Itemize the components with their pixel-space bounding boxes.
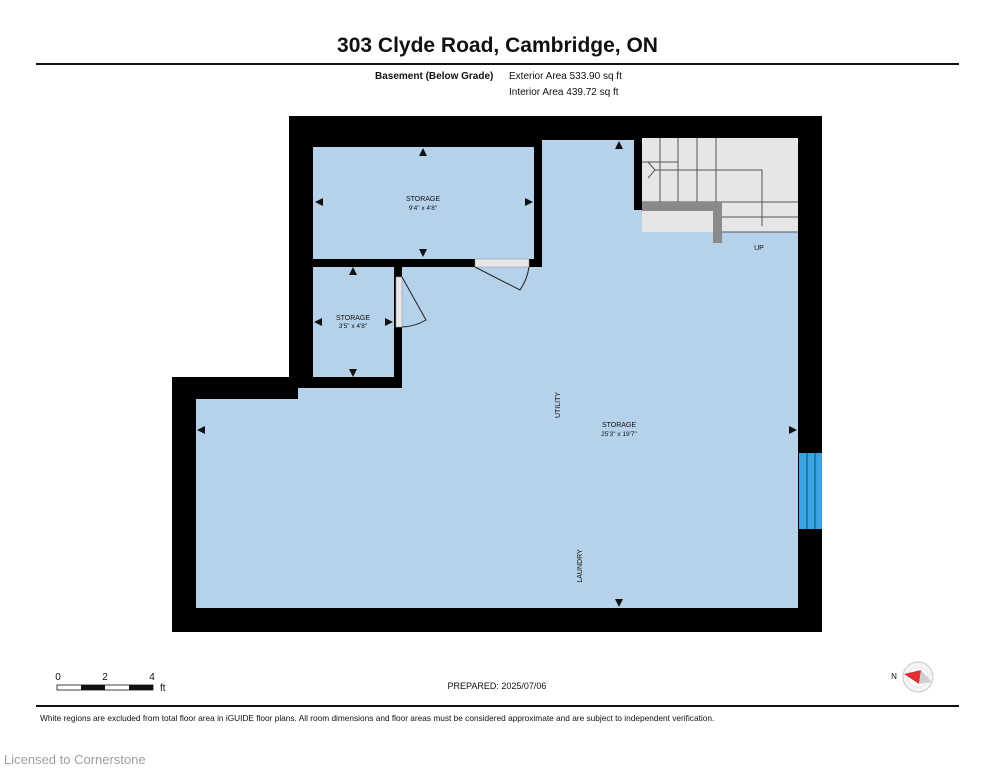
label-stairs-up: UP xyxy=(754,245,764,252)
scale-tick-4: 4 xyxy=(149,672,155,683)
scale-tick-0: 0 xyxy=(55,672,61,683)
exterior-area: Exterior Area 533.90 sq ft xyxy=(509,71,622,82)
label-laundry: LAUNDRY xyxy=(577,549,584,583)
page-title: 303 Clyde Road, Cambridge, ON xyxy=(337,34,658,57)
compass-icon xyxy=(902,661,934,693)
inner-wall-vertical xyxy=(534,140,542,267)
dimension-arrows xyxy=(197,141,797,607)
scale-bar xyxy=(56,684,154,691)
window-mullions xyxy=(806,453,816,529)
scale-tick-2: 2 xyxy=(102,672,108,683)
inner-wall-small xyxy=(394,267,402,388)
inner-wall-horizontal xyxy=(313,259,542,267)
scale-unit: ft xyxy=(160,683,166,694)
door-small-leaf xyxy=(395,276,403,328)
header-rule xyxy=(36,63,959,65)
room-dims-storage-small: 3'5" x 4'8" xyxy=(339,323,368,330)
room-dims-storage-top: 9'4" x 4'8" xyxy=(409,205,438,212)
room-dims-storage-main: 25'3" x 19'7" xyxy=(601,431,637,438)
door-top-leaf xyxy=(474,258,530,268)
storage-small-floor xyxy=(313,267,394,377)
compass-north-label: N xyxy=(891,672,897,681)
license-watermark: Licensed to Cornerstone xyxy=(4,752,146,767)
room-name-storage-small: STORAGE xyxy=(336,315,370,322)
window xyxy=(799,453,822,529)
label-utility: UTILITY xyxy=(555,392,562,418)
stair-lines xyxy=(642,138,798,233)
level-label: Basement (Below Grade) xyxy=(375,71,494,82)
prepared-date: PREPARED: 2025/07/06 xyxy=(448,681,547,691)
disclaimer-text: White regions are excluded from total fl… xyxy=(40,713,715,723)
room-name-storage-top: STORAGE xyxy=(406,196,440,203)
door-small-swing xyxy=(401,276,427,328)
stair-landing-wall xyxy=(642,202,722,243)
footer-rule xyxy=(36,705,959,707)
interior-area: Interior Area 439.72 sq ft xyxy=(509,87,619,98)
door-top-swing xyxy=(474,266,530,291)
storage-top-floor xyxy=(313,147,534,259)
main-storage-floor xyxy=(196,140,798,608)
room-name-storage-main: STORAGE xyxy=(602,422,636,429)
